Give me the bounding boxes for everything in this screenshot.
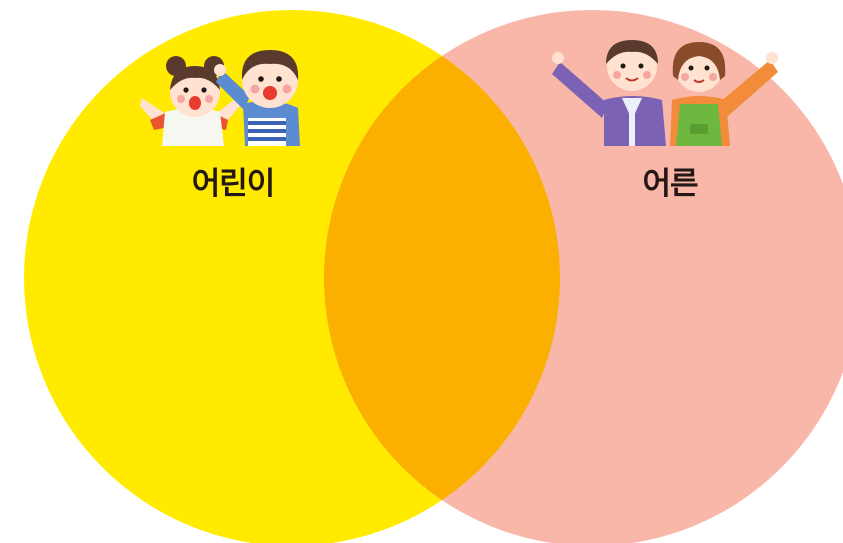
man-icon bbox=[552, 40, 666, 146]
children-cheering-icon bbox=[140, 50, 300, 146]
adults-waving-icon bbox=[552, 40, 778, 146]
overlap-region bbox=[324, 10, 560, 543]
girl-icon bbox=[140, 56, 240, 146]
boy-icon bbox=[214, 50, 300, 146]
adults-set-label: 어른 bbox=[642, 166, 698, 202]
woman-icon bbox=[670, 42, 778, 146]
children-set-label: 어린이 bbox=[191, 166, 276, 202]
